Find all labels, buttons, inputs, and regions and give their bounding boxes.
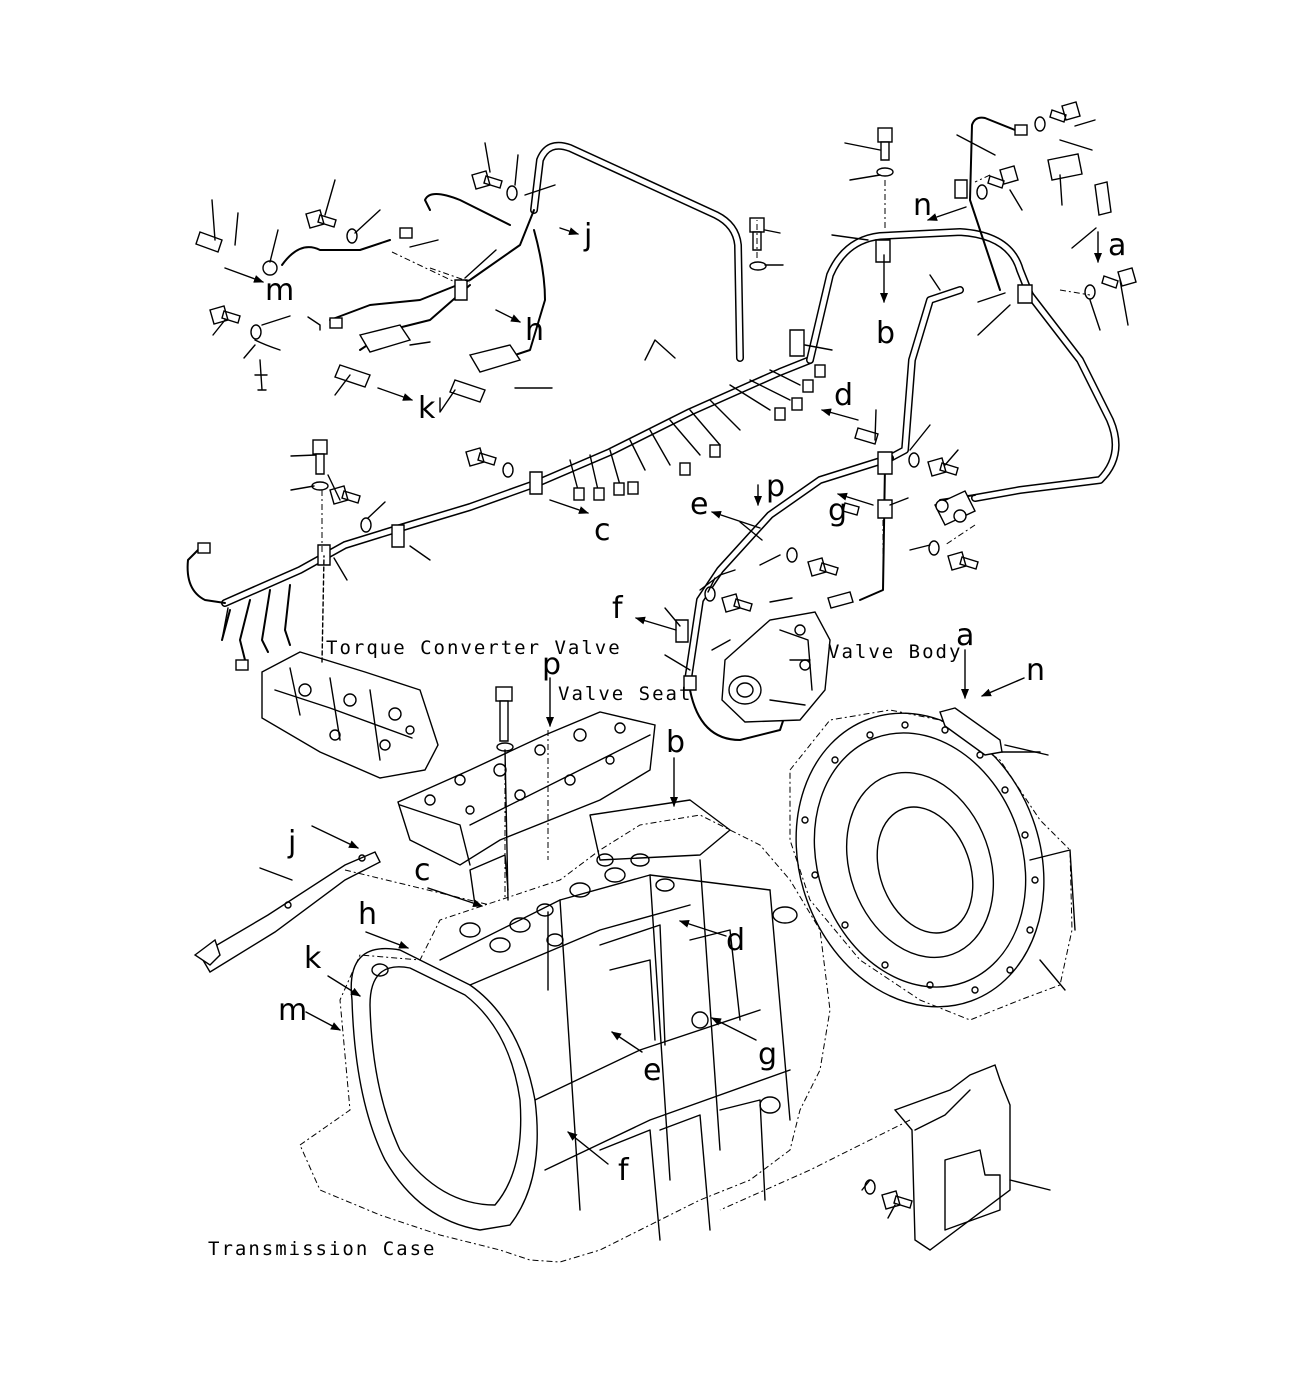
valve-seat-assembly — [397, 711, 656, 866]
callout-h-harness: h — [525, 313, 544, 348]
callout-c-harness: c — [594, 513, 611, 548]
leader-lines — [211, 119, 1129, 1219]
callout-m-case: m — [278, 993, 307, 1028]
torque-converter-valve-assembly — [261, 555, 439, 779]
callout-j-harness: j — [583, 218, 592, 253]
callout-a-harness: a — [1108, 228, 1126, 263]
callout-n-bracket: n — [1026, 653, 1045, 688]
callout-f-case: f — [618, 1153, 630, 1188]
transmission-case-label: Transmission Case — [208, 1238, 436, 1260]
callout-n-harness: n — [913, 188, 932, 223]
callout-arrows — [224, 206, 1102, 1165]
callout-d-case: d — [726, 923, 745, 958]
callout-j-case: j — [287, 825, 296, 860]
callout-b-case: b — [666, 725, 685, 760]
callout-g-case: g — [758, 1037, 777, 1072]
callout-b-harness: b — [876, 316, 895, 351]
callout-c-case: c — [414, 853, 431, 888]
captions: Torque Converter Valve Valve Body Valve … — [208, 637, 962, 1260]
callout-d-harness: d — [834, 378, 853, 413]
valve-seat-label: Valve Seat — [558, 683, 692, 705]
valve-body-assembly — [721, 611, 831, 723]
bolts-and-washers — [209, 101, 1137, 1210]
callout-letters: m j h k c b n a d p e g f a n p b j c h … — [265, 188, 1126, 1188]
callout-e-case: e — [643, 1053, 661, 1088]
sensors-and-switches — [195, 153, 1112, 609]
callout-p-valve-seat: p — [542, 647, 561, 682]
callout-p-harness: p — [766, 469, 785, 504]
valve-body-label: Valve Body — [828, 641, 962, 663]
callout-e-harness: e — [690, 487, 708, 522]
brackets-and-covers — [193, 707, 1041, 1251]
torque-converter-valve-label: Torque Converter Valve — [326, 637, 622, 659]
callout-m-harness: m — [265, 273, 294, 308]
callout-k-harness: k — [418, 391, 436, 426]
callout-h-case: h — [358, 897, 377, 932]
callout-g-harness: g — [828, 493, 847, 528]
flywheel-housing — [789, 709, 1076, 1021]
callout-f-harness: f — [612, 591, 624, 626]
callout-a-bracket: a — [956, 618, 974, 653]
transmission-case — [299, 749, 831, 1263]
assembly-guide-lines — [321, 174, 1091, 1211]
wiring-harness — [186, 116, 1120, 741]
callout-k-case: k — [304, 941, 322, 976]
